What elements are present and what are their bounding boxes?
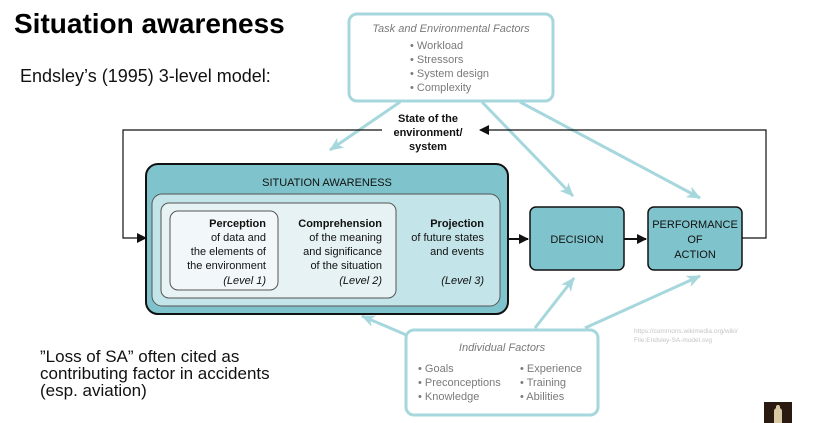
image-credit: https://commons.wikimedia.org/wiki/ File… [634,328,738,344]
comprehension-level: (Level 2) [339,275,382,287]
perception-text: the environment [187,260,266,272]
individual-factor-item: • Experience [520,363,582,375]
individual-factor-item: • Training [520,377,566,389]
projection-text: of future states [411,232,484,244]
task-factor-item: • Stressors [410,54,464,66]
projection-text: and events [430,246,484,258]
projection-heading: Projection [430,218,484,230]
task-factors-box: Task and Environmental Factors • Workloa… [347,12,555,103]
perception-text: the elements of [191,246,267,258]
task-to-performance-arrow [519,100,701,200]
state-label-line-2: environment/ [393,127,462,139]
factor-arrows [329,100,701,342]
task-to-decision-arrow [480,100,575,198]
university-logo-icon [764,402,792,423]
perception-heading: Perception [209,218,266,230]
individual-factor-item: • Knowledge [418,391,479,403]
feedback-loop [122,125,767,244]
comprehension-text: and significance [303,246,382,258]
situation-awareness-box: SITUATION AWARENESS Perception of data a… [145,163,509,315]
individual-factor-item: • Preconceptions [418,377,501,389]
feedback-left-line [122,129,382,243]
task-to-sa-arrow [329,100,401,152]
task-factor-item: • Complexity [410,82,472,94]
state-label-line-1: State of the [398,113,458,125]
feedback-right-line [479,125,767,239]
individual-to-decision-arrow [533,277,576,329]
performance-label: PERFORMANCE [652,219,738,231]
comprehension-text: of the meaning [309,232,382,244]
task-factors-title: Task and Environmental Factors [372,23,530,35]
task-factor-item: • Workload [410,40,463,52]
slide-title: Situation awareness [14,8,285,39]
performance-box: PERFORMANCE OF ACTION [647,206,743,271]
state-label: State of the environment/ system [393,113,462,153]
loss-of-sa-note: ”Loss of SA” often cited as contributing… [40,347,270,400]
individual-to-performance-arrow [584,274,701,330]
decision-box: DECISION [529,206,625,271]
situation-awareness-title: SITUATION AWARENESS [262,177,392,189]
perception-text: of data and [211,232,266,244]
individual-factors-title: Individual Factors [459,342,546,354]
comprehension-text: of the situation [310,260,382,272]
individual-factor-item: • Goals [418,363,454,375]
comprehension-heading: Comprehension [298,218,382,230]
perception-panel [169,210,279,291]
task-factor-item: • System design [410,68,489,80]
slide-subtitle: Endsley’s (1995) 3-level model: [20,66,271,86]
projection-level: (Level 3) [441,275,484,287]
decision-label: DECISION [550,234,603,246]
perception-level: (Level 1) [223,275,266,287]
performance-label: ACTION [674,249,716,261]
performance-label: OF [687,234,703,246]
individual-factors-box: Individual Factors • Goals • Preconcepti… [404,328,600,417]
individual-factor-item: • Abilities [520,391,565,403]
state-label-line-3: system [409,141,447,153]
